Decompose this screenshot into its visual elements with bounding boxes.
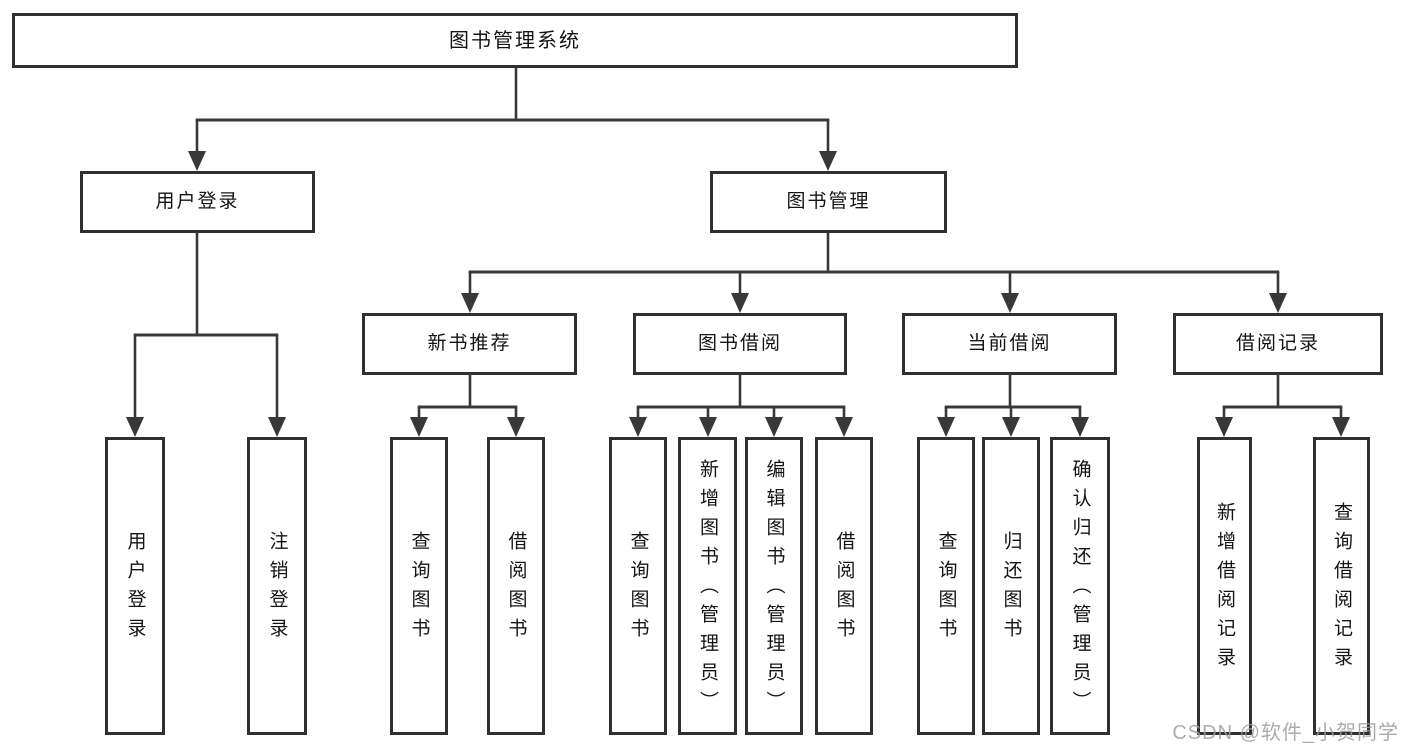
- arrowhead-icon: [410, 417, 428, 437]
- arrowhead-icon: [629, 417, 647, 437]
- node-current-borrow: 当前借阅: [902, 313, 1117, 375]
- arrowhead-icon: [835, 417, 853, 437]
- node-leaf-query-borrow-record: 查询借阅记录: [1313, 437, 1370, 735]
- arrowhead-icon: [1002, 417, 1020, 437]
- arrowhead-icon: [461, 293, 479, 313]
- node-book-borrow: 图书借阅: [633, 313, 847, 375]
- node-leaf-edit-book-admin: 编辑图书（管理员）: [745, 437, 803, 735]
- node-new-book-recommend: 新书推荐: [362, 313, 577, 375]
- arrowhead-icon: [126, 417, 144, 437]
- node-user-login: 用户登录: [80, 171, 315, 233]
- arrowhead-icon: [1332, 417, 1350, 437]
- arrowhead-icon: [1269, 293, 1287, 313]
- arrowhead-icon: [765, 417, 783, 437]
- node-leaf-add-borrow-record: 新增借阅记录: [1197, 437, 1252, 735]
- node-leaf-borrow-books-recommend: 借阅图书: [487, 437, 545, 735]
- arrowhead-icon: [699, 417, 717, 437]
- arrowhead-icon: [731, 293, 749, 313]
- node-root: 图书管理系统: [12, 13, 1018, 68]
- arrowhead-icon: [1071, 417, 1089, 437]
- arrowhead-icon: [188, 151, 206, 171]
- node-leaf-borrow-books-borrow: 借阅图书: [815, 437, 873, 735]
- arrowhead-icon: [507, 417, 525, 437]
- node-borrow-records: 借阅记录: [1173, 313, 1383, 375]
- arrowhead-icon: [819, 151, 837, 171]
- node-leaf-logout: 注销登录: [247, 437, 307, 735]
- node-leaf-user-login: 用户登录: [105, 437, 165, 735]
- node-leaf-query-books-borrow: 查询图书: [609, 437, 667, 735]
- node-book-management: 图书管理: [710, 171, 947, 233]
- arrowhead-icon: [1001, 293, 1019, 313]
- node-leaf-confirm-return-admin: 确认归还（管理员）: [1050, 437, 1110, 735]
- arrowhead-icon: [937, 417, 955, 437]
- arrowhead-icon: [1215, 417, 1233, 437]
- node-leaf-query-books-current: 查询图书: [917, 437, 975, 735]
- arrowhead-icon: [268, 417, 286, 437]
- node-leaf-add-book-admin: 新增图书（管理员）: [678, 437, 737, 735]
- node-leaf-return-book: 归还图书: [982, 437, 1040, 735]
- node-leaf-query-books-recommend: 查询图书: [390, 437, 448, 735]
